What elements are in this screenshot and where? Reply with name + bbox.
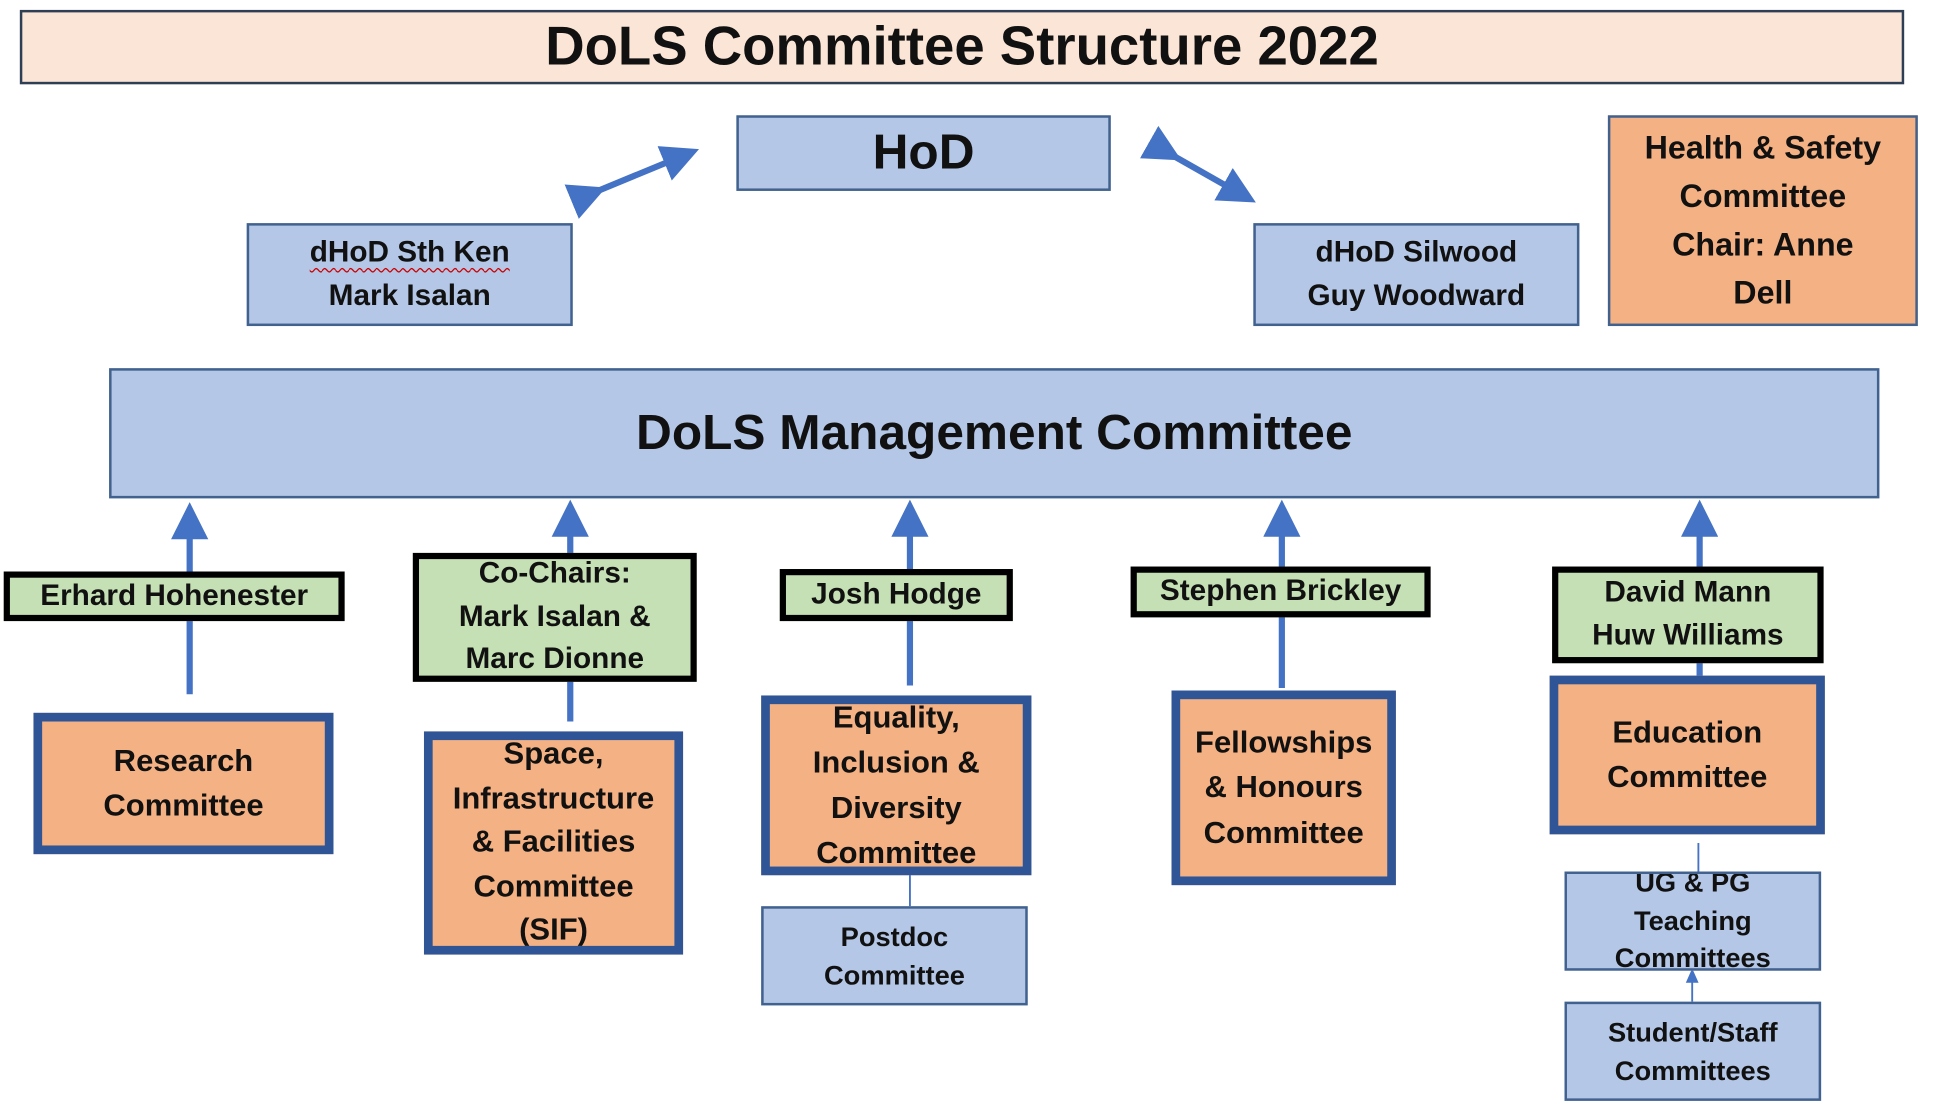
postdoc-committee: Postdoc Committee [761,906,1028,1006]
committee-label: Committee [816,835,977,870]
chair-name: Co-Chairs: [478,556,631,590]
hod-box: HoD [736,115,1111,191]
hs-line: Committee [1679,177,1847,215]
hs-line: Health & Safety [1644,128,1882,167]
committee-label: Education [1612,714,1763,750]
education-committee: Education Committee [1549,675,1825,835]
subcommittee-label: Committees [1614,1054,1771,1086]
subcommittee-label: Teaching [1633,904,1752,936]
committee-label: Diversity [830,790,962,826]
chair-name: Huw Williams [1592,618,1784,653]
committee-label: Fellowships [1195,725,1373,761]
chair-name: Marc Dionne [465,642,645,677]
sif-committee: Space, Infrastructure & Facilities Commi… [423,731,684,955]
subcommittee-label: Student/Staff [1607,1016,1778,1048]
health-safety-box: Health & Safety Committee Chair: Anne De… [1607,115,1918,327]
committee-label: (SIF) [519,912,588,948]
ug-pg-teaching-committees: UG & PG Teaching Committees [1564,871,1822,971]
committee-label: Committee [103,788,264,824]
committee-label: & Honours [1204,770,1363,806]
chair-name: Josh Hodge [811,577,982,611]
dhod-silwood-name: Guy Woodward [1307,278,1526,312]
student-staff-committees: Student/Staff Committees [1564,1001,1822,1101]
chair-name: Stephen Brickley [1159,574,1402,608]
chair-name: Mark Isalan & [458,599,651,634]
fellowships-committee: Fellowships & Honours Committee [1171,690,1396,886]
chair-research: Erhard Hohenester [3,571,345,622]
chair-fellowships: Stephen Brickley [1130,566,1431,618]
committee-label: & Facilities [471,824,636,860]
chair-education: David Mann Huw Williams [1552,566,1824,664]
committee-label: Committee [1203,815,1364,850]
dhod-silwood-box: dHoD Silwood Guy Woodward [1253,223,1580,327]
edi-committee: Equality, Inclusion & Diversity Committe… [761,695,1032,876]
committee-label: Inclusion & [812,745,980,781]
chair-name: David Mann [1604,575,1772,609]
dhod-sth-ken-name: Mark Isalan [328,278,491,312]
title-banner: DoLS Committee Structure 2022 [19,9,1905,85]
subcommittee-label: Committee [823,959,965,991]
committee-label: Infrastructure [452,780,655,816]
chair-edi: Josh Hodge [779,569,1013,622]
hs-line: Chair: Anne [1672,225,1854,263]
committee-label: Equality, [832,700,960,736]
chair-name: Erhard Hohenester [40,578,309,612]
hs-line: Dell [1733,273,1793,312]
dhod-silwood-title: dHoD Silwood [1315,236,1518,270]
research-committee: Research Committee [33,712,334,855]
chair-sif: Co-Chairs: Mark Isalan & Marc Dionne [412,552,697,682]
management-committee-box: DoLS Management Committee [109,368,1880,499]
committee-label: Committee [473,868,634,904]
arrow-hod-sthken [564,146,700,219]
committee-label: Research [113,743,254,779]
subcommittee-label: Postdoc [840,920,949,952]
dhod-sth-ken-title: dHoD Sth Ken [309,236,510,270]
committee-label: Committee [1607,759,1768,795]
dhod-sth-ken-box: dHoD Sth Ken Mark Isalan [246,223,573,327]
subcommittee-label: UG & PG [1635,871,1751,899]
management-label: DoLS Management Committee [636,405,1353,461]
arrow-hod-silwood [1139,125,1256,203]
hod-label: HoD [872,125,975,180]
committee-label: Space, [503,736,604,772]
page-title: DoLS Committee Structure 2022 [545,15,1379,77]
subcommittee-label: Committees [1614,942,1771,971]
